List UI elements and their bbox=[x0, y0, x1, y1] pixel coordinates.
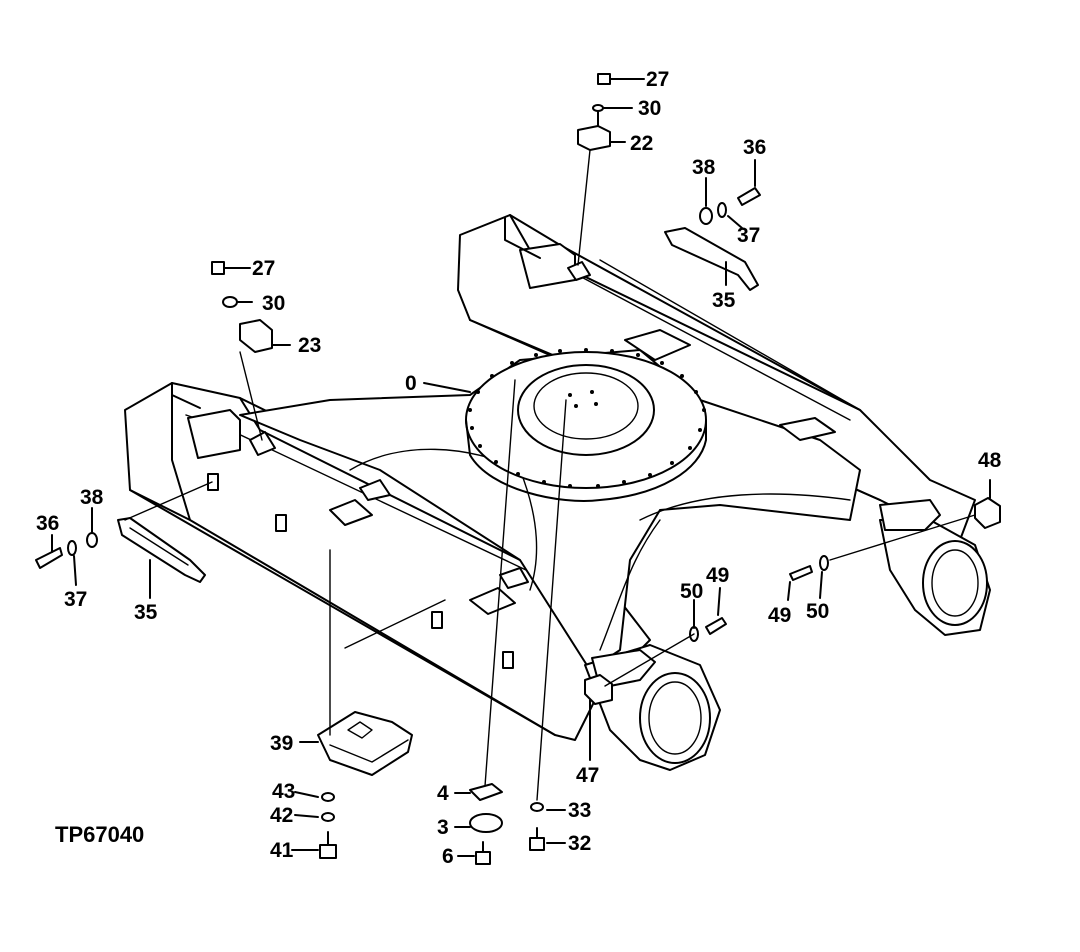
washer-38-right bbox=[699, 207, 713, 225]
callout-0: 0 bbox=[405, 372, 417, 395]
callout-4: 4 bbox=[437, 782, 449, 805]
callout-27-left: 27 bbox=[252, 257, 275, 280]
washer-30-top bbox=[592, 104, 604, 112]
plate-4 bbox=[469, 783, 503, 801]
block-23 bbox=[239, 319, 273, 353]
callout-42: 42 bbox=[270, 804, 293, 827]
washer-37-right bbox=[717, 202, 727, 218]
callout-39: 39 bbox=[270, 732, 293, 755]
washer-38-left bbox=[86, 532, 98, 548]
callout-3: 3 bbox=[437, 816, 449, 839]
washer-33 bbox=[530, 802, 544, 812]
guide-bracket-35-right bbox=[664, 227, 759, 291]
bolt-36-left bbox=[35, 547, 63, 569]
callout-36-right: 36 bbox=[743, 136, 766, 159]
track-frame bbox=[124, 214, 991, 771]
callout-35-left: 35 bbox=[134, 601, 158, 624]
callout-38-left: 38 bbox=[80, 486, 104, 509]
bolt-6 bbox=[475, 851, 491, 865]
swing-bearing-inner bbox=[517, 364, 655, 456]
washer-42 bbox=[321, 812, 335, 822]
callout-50-front: 50 bbox=[680, 580, 703, 603]
pin-49-rear bbox=[789, 565, 813, 581]
bearing-bolt-holes bbox=[468, 348, 706, 488]
callout-37-left: 37 bbox=[64, 588, 87, 611]
callout-6: 6 bbox=[442, 845, 454, 868]
callout-49-front: 49 bbox=[706, 564, 729, 587]
shim-3 bbox=[469, 813, 503, 833]
bolt-27-left bbox=[211, 261, 241, 275]
guide-bracket-35-left bbox=[117, 517, 206, 583]
washer-30-left bbox=[222, 296, 238, 308]
callout-48: 48 bbox=[978, 449, 1002, 472]
callout-30-top: 30 bbox=[638, 97, 661, 120]
callout-36-left: 36 bbox=[36, 512, 59, 535]
pin-49-front bbox=[705, 617, 727, 635]
figure-id: TP67040 bbox=[55, 822, 144, 847]
callout-38-right: 38 bbox=[692, 156, 716, 179]
callout-27-top: 27 bbox=[646, 68, 669, 91]
bolt-27-top bbox=[597, 73, 631, 85]
washer-50-rear bbox=[819, 555, 829, 571]
callout-49-rear: 49 bbox=[768, 604, 791, 627]
callout-47: 47 bbox=[576, 764, 599, 787]
block-47 bbox=[584, 674, 613, 705]
bolt-41 bbox=[319, 844, 337, 859]
washer-37-left bbox=[67, 540, 77, 556]
callout-22: 22 bbox=[630, 132, 653, 155]
bolt-32 bbox=[529, 837, 545, 851]
callout-50-rear: 50 bbox=[806, 600, 829, 623]
callout-43: 43 bbox=[272, 780, 295, 803]
callout-23: 23 bbox=[298, 334, 321, 357]
callout-37-right: 37 bbox=[737, 224, 760, 247]
callout-30-left: 30 bbox=[262, 292, 285, 315]
leader-lines bbox=[51, 78, 991, 857]
callout-41: 41 bbox=[270, 839, 294, 862]
block-48 bbox=[974, 497, 1001, 529]
block-22 bbox=[577, 125, 611, 151]
callout-33: 33 bbox=[568, 799, 591, 822]
callout-35-right: 35 bbox=[712, 289, 736, 312]
bolt-36-right bbox=[737, 187, 761, 206]
bracket-39 bbox=[317, 711, 413, 776]
callout-32: 32 bbox=[568, 832, 591, 855]
washer-43 bbox=[321, 792, 335, 802]
